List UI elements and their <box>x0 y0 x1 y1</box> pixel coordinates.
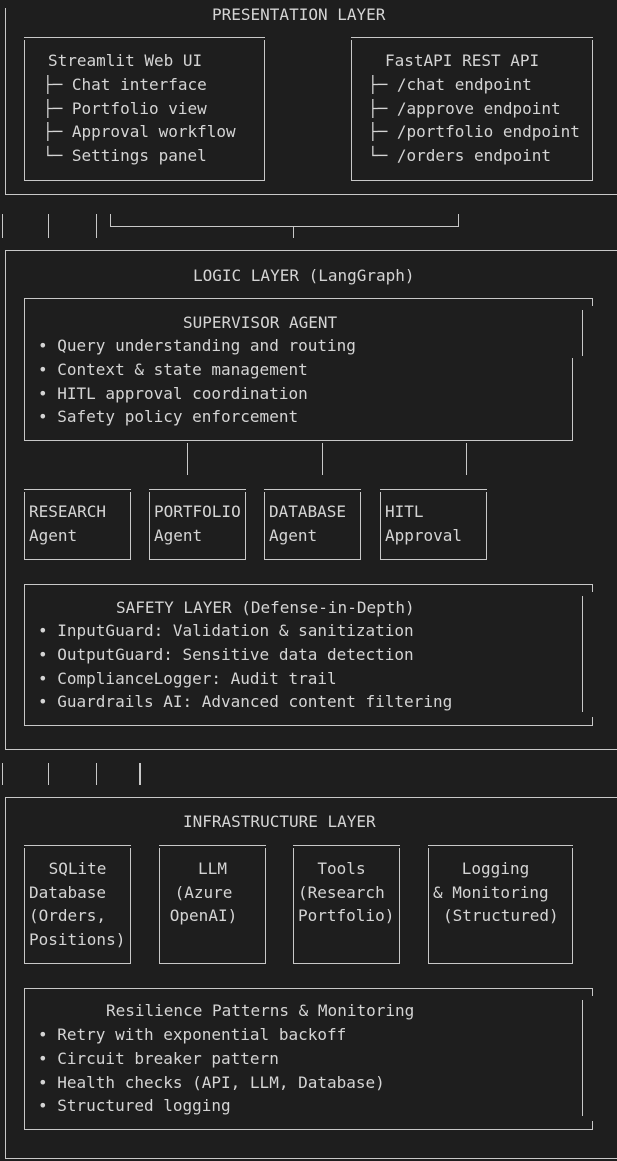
component-line: OpenAI) <box>169 906 238 925</box>
fastapi-item: ├─ /portfolio endpoint <box>368 122 580 141</box>
supervisor-item: • Safety policy enforcement <box>38 407 299 426</box>
streamlit-item: └─ Settings panel <box>43 146 207 165</box>
fastapi-item: └─ /orders endpoint <box>368 146 552 165</box>
fastapi-item: ├─ /approve endpoint <box>368 99 561 118</box>
component-line: (Orders, <box>29 906 107 925</box>
streamlit-title: Streamlit Web UI <box>48 51 203 70</box>
supervisor-item: • HITL approval coordination <box>38 384 308 403</box>
logic-layer-title: LOGIC LAYER (LangGraph) <box>193 266 415 285</box>
safety-item: • Guardrails AI: Advanced content filter… <box>38 692 453 711</box>
resilience-item: • Health checks (API, LLM, Database) <box>38 1073 385 1092</box>
resilience-title: Resilience Patterns & Monitoring <box>106 1001 415 1020</box>
agent-name: HITL <box>385 502 424 521</box>
agent-type: Agent <box>29 526 78 545</box>
supervisor-connector <box>322 443 323 475</box>
component-line: (Structured) <box>443 906 559 925</box>
component-line: Positions) <box>29 930 126 949</box>
component-line: (Azure <box>174 883 233 902</box>
supervisor-item: • Context & state management <box>38 360 308 379</box>
resilience-item: • Circuit breaker pattern <box>38 1049 279 1068</box>
component-line: Portfolio) <box>298 906 395 925</box>
agent-type: Agent <box>154 526 203 545</box>
supervisor-item: • Query understanding and routing <box>38 336 356 355</box>
component-line: (Research <box>298 883 385 902</box>
supervisor-connector <box>466 443 467 475</box>
component-line: Database <box>29 883 107 902</box>
safety-item: • OutputGuard: Sensitive data detection <box>38 645 414 664</box>
safety-title: SAFETY LAYER (Defense-in-Depth) <box>116 598 415 617</box>
streamlit-item: ├─ Portfolio view <box>43 99 207 118</box>
resilience-item: • Structured logging <box>38 1096 231 1115</box>
safety-item: • ComplianceLogger: Audit trail <box>38 669 337 688</box>
component-line: Tools <box>317 859 366 878</box>
agent-type: Approval <box>385 526 463 545</box>
component-line: Logging <box>461 859 530 878</box>
agent-type: Agent <box>269 526 318 545</box>
fastapi-item: ├─ /chat endpoint <box>368 75 532 94</box>
agent-name: PORTFOLIO <box>154 502 241 521</box>
safety-item: • InputGuard: Validation & sanitization <box>38 621 414 640</box>
agent-name: RESEARCH <box>29 502 107 521</box>
streamlit-item: ├─ Chat interface <box>43 75 207 94</box>
streamlit-item: ├─ Approval workflow <box>43 122 236 141</box>
supervisor-connector <box>187 443 188 475</box>
supervisor-title: SUPERVISOR AGENT <box>183 313 338 332</box>
component-line: LLM <box>198 859 227 878</box>
fastapi-title: FastAPI REST API <box>385 51 540 70</box>
resilience-item: • Retry with exponential backoff <box>38 1025 347 1044</box>
component-line: SQLite <box>48 859 107 878</box>
agent-name: DATABASE <box>269 502 347 521</box>
infrastructure-layer-title: INFRASTRUCTURE LAYER <box>183 812 376 831</box>
presentation-layer-title: PRESENTATION LAYER <box>212 5 386 24</box>
component-line: & Monitoring <box>433 883 549 902</box>
